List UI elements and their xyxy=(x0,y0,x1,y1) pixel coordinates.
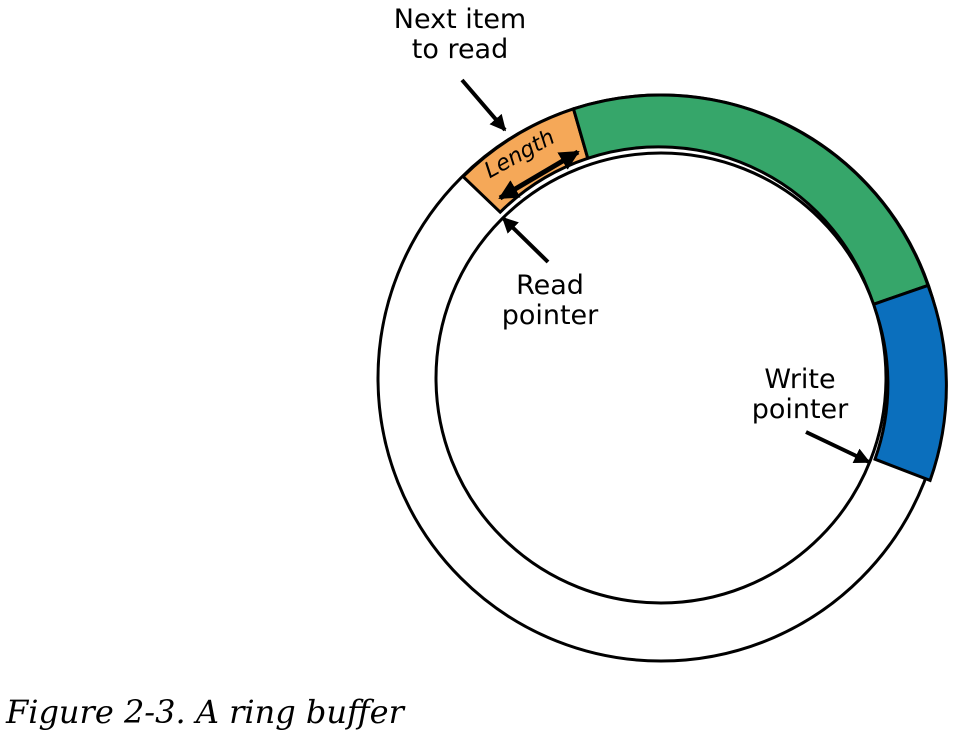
ring-buffer-diagram: Length Next item to read Read pointer Wr… xyxy=(376,4,948,663)
next-item-label-line2: to read xyxy=(412,34,509,65)
length-arrow xyxy=(498,149,580,201)
figure-caption: Figure 2-3. A ring buffer xyxy=(6,693,404,731)
next-item-arrow xyxy=(460,78,507,132)
write-pointer-arrow xyxy=(805,430,871,464)
read-pointer-label-line2: pointer xyxy=(502,300,599,331)
read-pointer-label-line1: Read xyxy=(516,270,584,301)
next-item-label-line1: Next item xyxy=(394,4,526,35)
write-pointer-label-line1: Write xyxy=(764,364,835,395)
write-pointer-label-line2: pointer xyxy=(752,394,849,425)
read-pointer-arrow xyxy=(501,216,550,264)
ring-inner-edge xyxy=(434,151,888,605)
